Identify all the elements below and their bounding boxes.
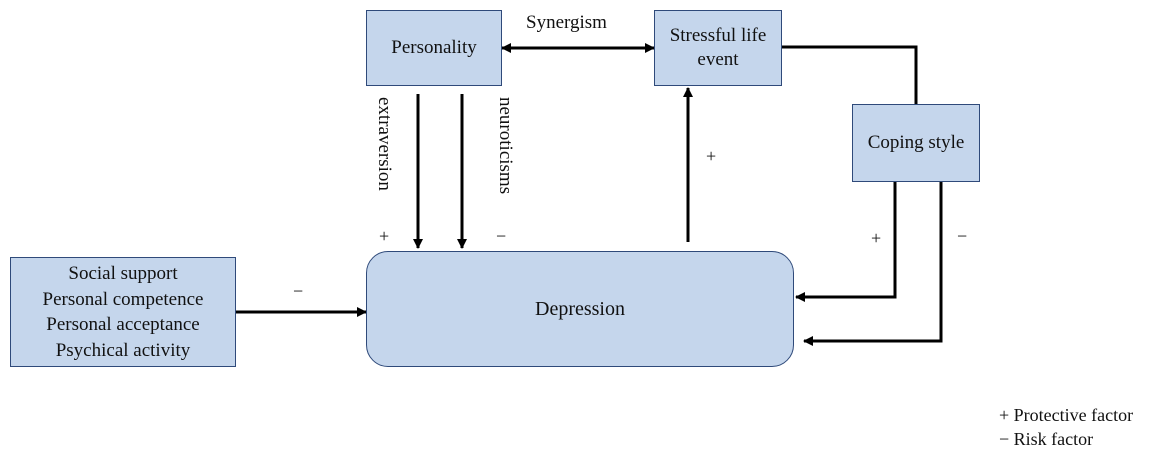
factor-item: Personal competence [42,288,204,310]
stress-to-coping-line [782,45,918,104]
neuroticisms-label: neuroticisms [495,97,516,195]
coping-protective-sign: + [871,228,882,248]
stressful-life-event-line1: Stressful life [669,25,767,46]
extraversion-label: extraversion [374,97,395,191]
factor-item: Personal acceptance [46,314,200,335]
depression-label: Depression [535,298,625,320]
depression-to-stress-sign: + [706,146,717,166]
factors-sign: − [293,281,304,301]
stressful-life-event-box: Stressful life event [654,10,782,86]
coping-style-label: Coping style [867,132,965,153]
depression-box: Depression [366,251,794,367]
synergism-label: Synergism [526,12,607,33]
coping-risk-arrow [803,182,943,346]
coping-protective-arrow [795,182,897,302]
coping-style-box: Coping style [852,104,980,182]
legend-risk: − Risk factor [999,429,1094,449]
protective-factors-box: Social support Personal competence Perso… [10,257,236,367]
factor-item: Psychical activity [55,339,191,361]
coping-risk-sign: − [957,226,968,246]
factor-item: Social support [68,263,178,284]
stressful-life-event-line2: event [697,49,739,70]
extraversion-sign: + [379,226,390,246]
legend-protective: + Protective factor [999,405,1134,425]
personality-box: Personality [366,10,502,86]
personality-label: Personality [391,37,477,58]
neuroticisms-sign: − [496,226,507,246]
